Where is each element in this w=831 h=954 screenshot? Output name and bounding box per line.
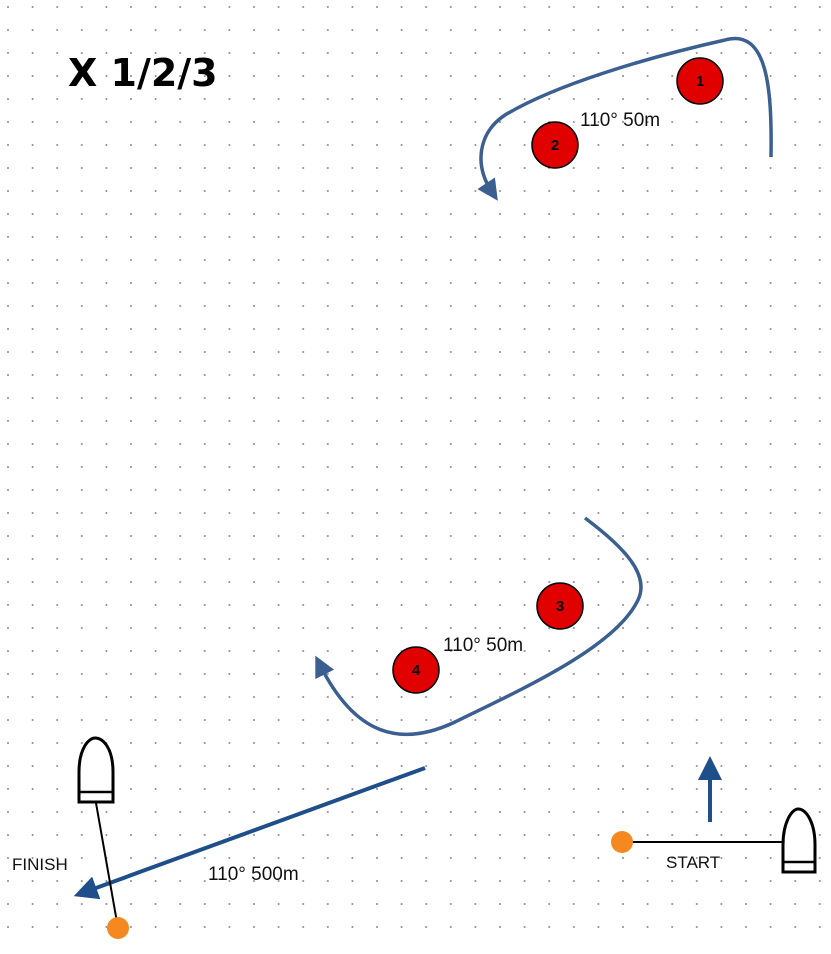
mark-1-number: 1	[696, 73, 704, 90]
finish-label: FINISH	[12, 855, 68, 874]
start-buoy-icon	[611, 831, 633, 853]
upper-course-line	[477, 36, 773, 201]
leg-2-label: 110° 50m	[443, 635, 523, 656]
start-line: START	[611, 807, 817, 874]
mark-3: 3	[536, 582, 584, 630]
mark-3-number: 3	[556, 598, 564, 615]
diagram-title: X 1/2/3	[68, 51, 218, 95]
mark-3-buoy	[536, 582, 584, 630]
start-committee-boat-icon	[781, 807, 817, 874]
finish-buoy-icon	[107, 917, 129, 939]
mark-4-buoy	[392, 646, 440, 694]
mark-1: 1	[676, 57, 724, 105]
mark-1-buoy	[676, 57, 724, 105]
finish-leg-label: 110° 500m	[208, 864, 299, 885]
mark-2-number: 2	[551, 137, 559, 154]
leg-1-label: 110° 50m	[580, 110, 660, 131]
finish-committee-boat-icon	[77, 736, 115, 804]
mark-4: 4	[392, 646, 440, 694]
lower-course-line	[315, 516, 643, 737]
mark-4-number: 4	[412, 662, 421, 679]
mark-2: 2	[531, 121, 579, 169]
finish-line-rope	[95, 802, 119, 929]
start-label: START	[666, 853, 720, 872]
finish-line: FINISH	[12, 736, 129, 939]
finish-leg-line	[73, 766, 426, 900]
mark-2-buoy	[531, 121, 579, 169]
